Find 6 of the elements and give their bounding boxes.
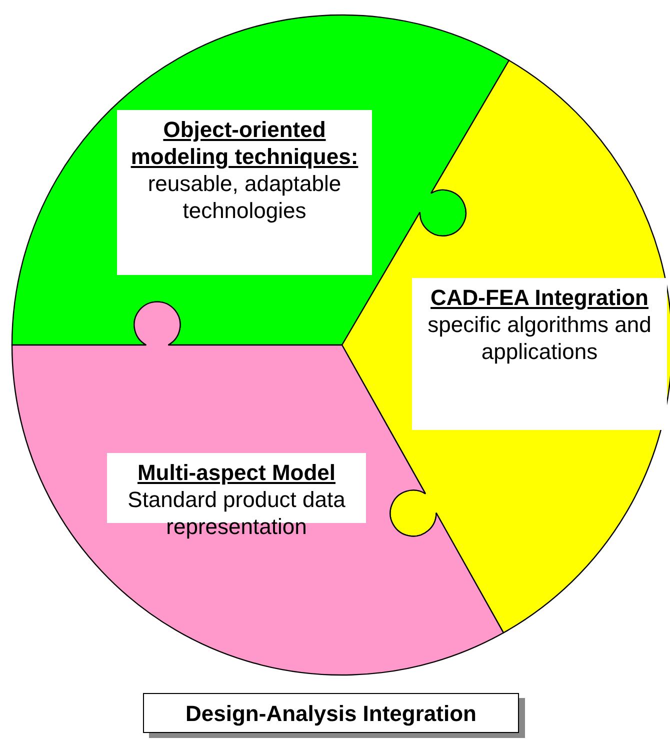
panel-text: Standard product data representation [126, 486, 346, 540]
panel-heading: Multi-aspect Model [136, 459, 336, 486]
panel-text: specific algorithms and applications [426, 311, 652, 365]
panel-heading: CAD-FEA Integration [430, 284, 650, 311]
panel-heading: Object-oriented modeling techniques: [130, 116, 360, 170]
panel-text: reusable, adaptable technologies [146, 170, 342, 224]
